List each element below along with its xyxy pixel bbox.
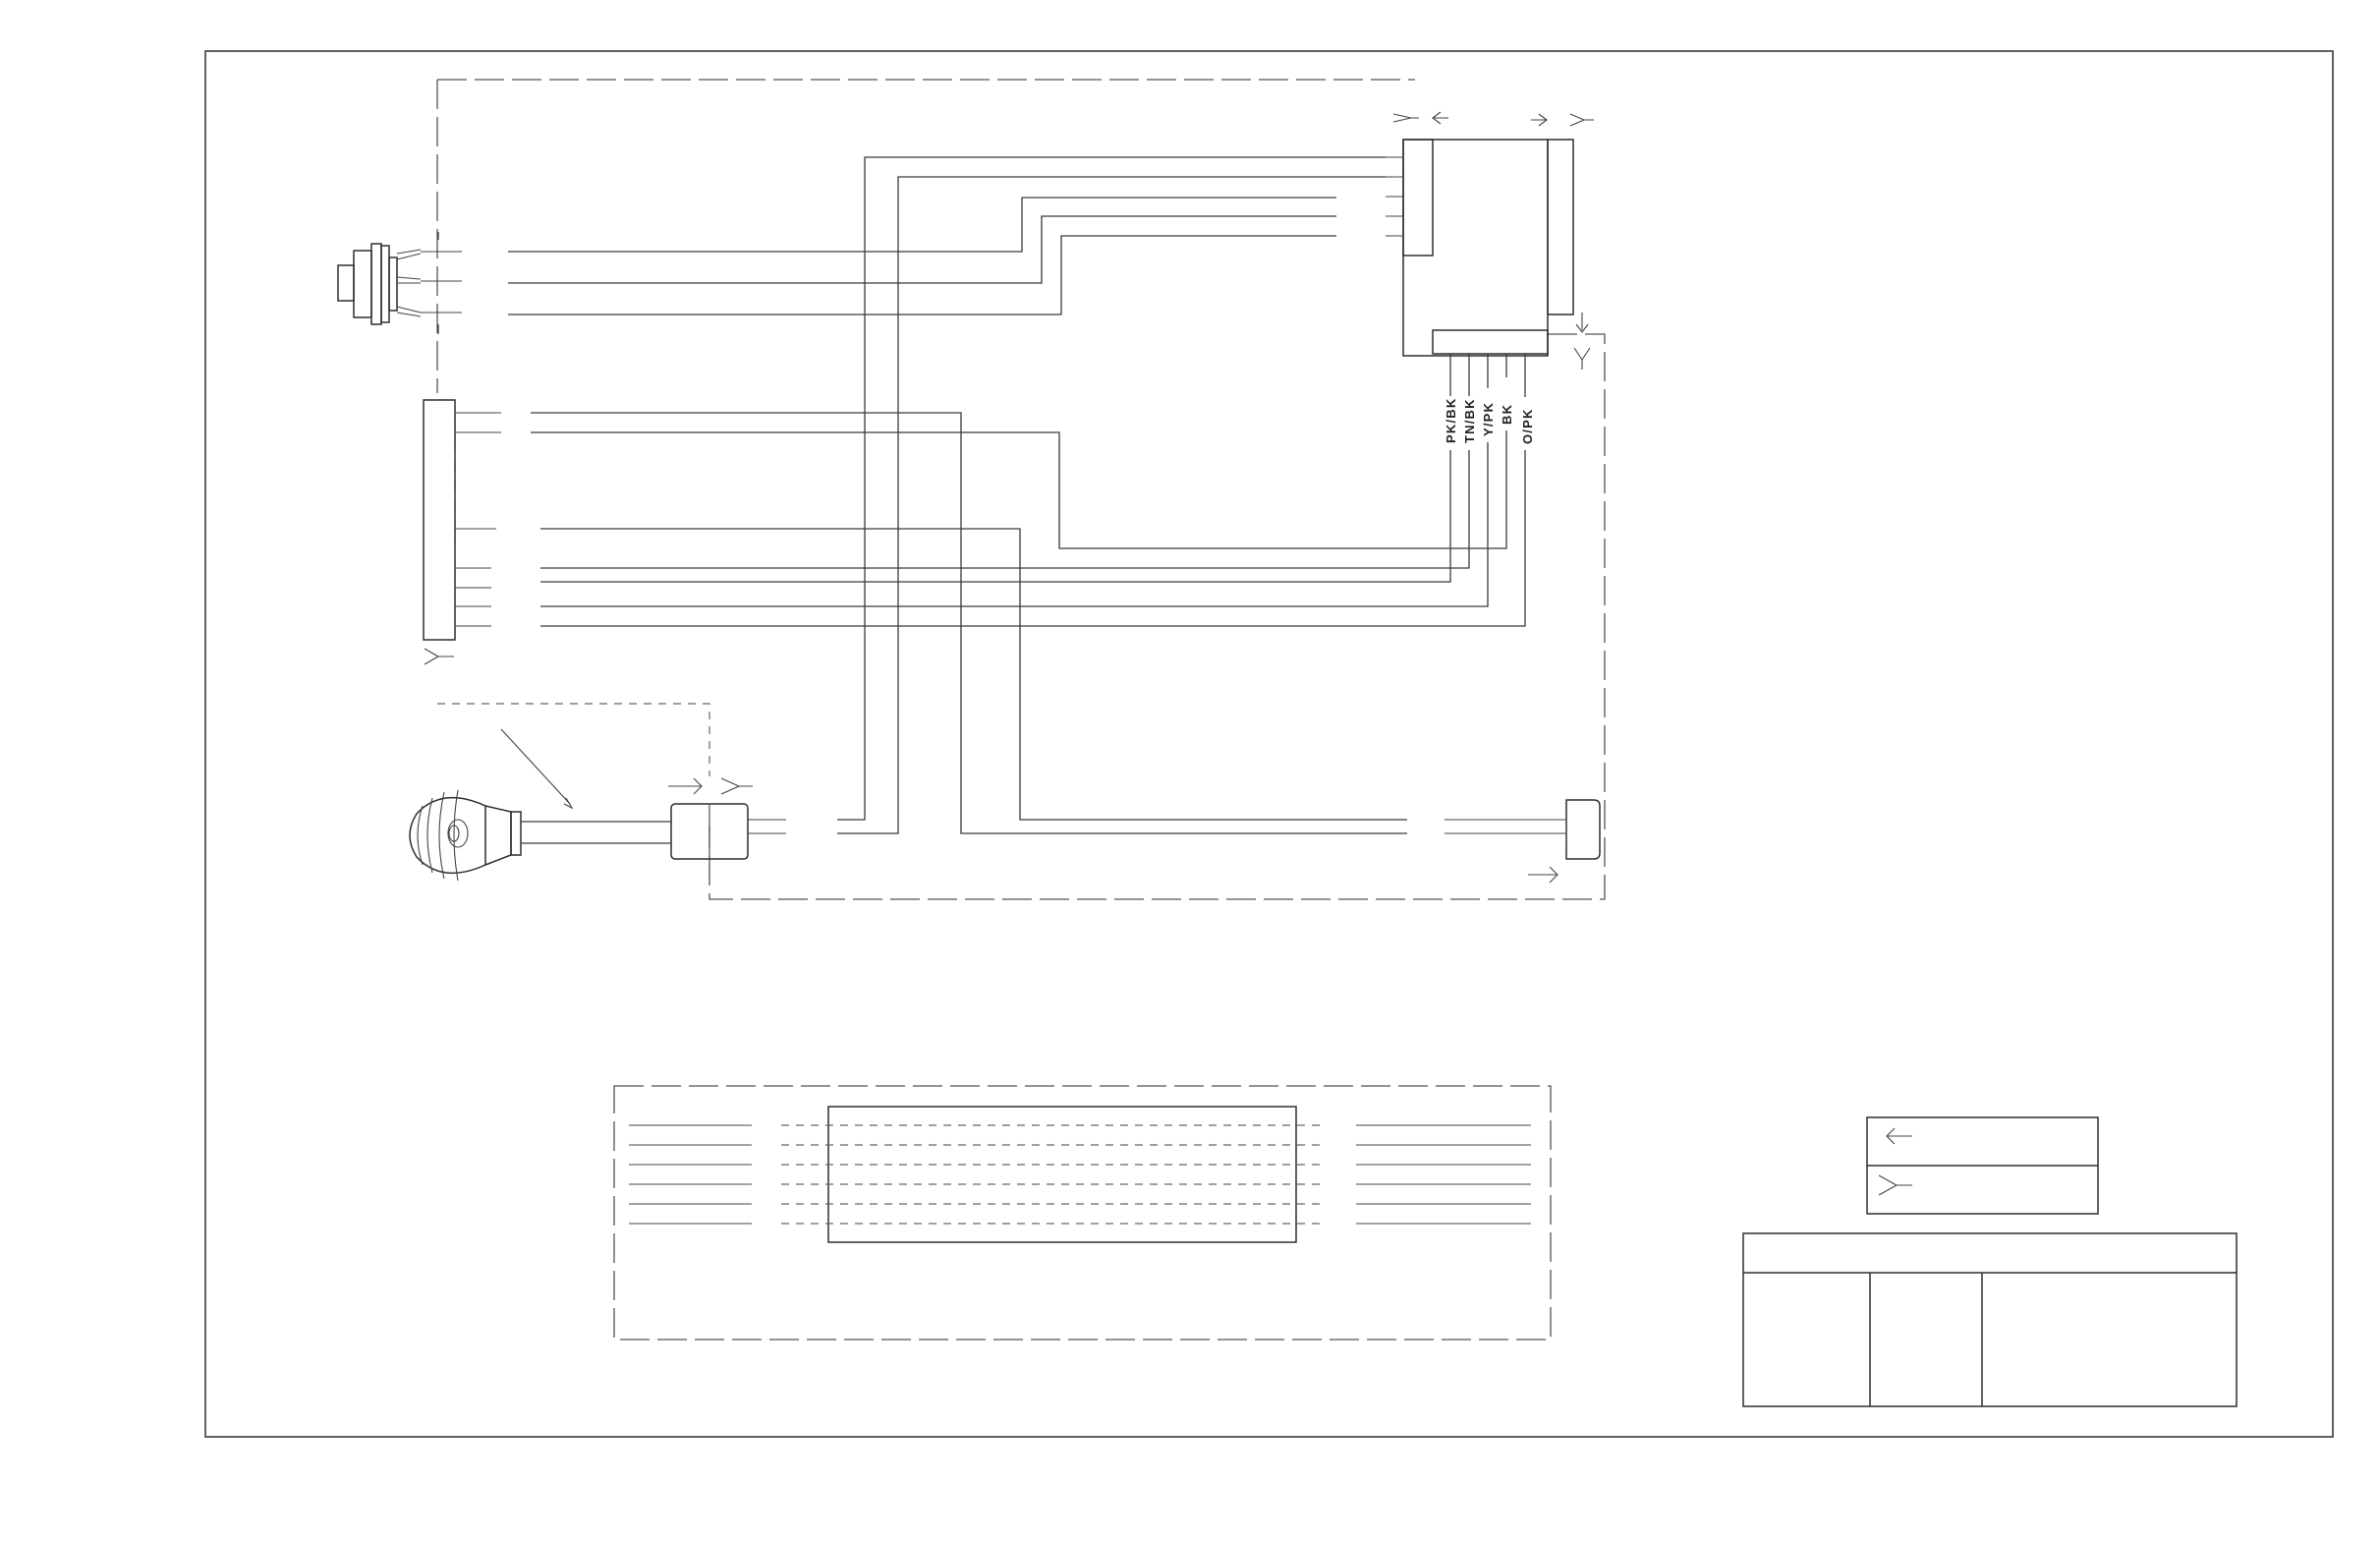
harness-detail-inner-wires bbox=[781, 1124, 1327, 1225]
module-drop-wires bbox=[531, 354, 1526, 627]
left-connector bbox=[423, 399, 501, 665]
drawing-border bbox=[204, 50, 2334, 1438]
arrow-down-icon bbox=[1575, 313, 1589, 333]
arrow-left-icon bbox=[1432, 111, 1448, 125]
wire-label-o-pk: O/PK bbox=[1520, 408, 1535, 444]
arrow-left-icon bbox=[1886, 1127, 1912, 1145]
wire-label-pk-bk: PK/BK bbox=[1444, 398, 1458, 443]
arrow-right-icon bbox=[1531, 113, 1548, 127]
arrow-right-icon bbox=[1528, 866, 1558, 884]
horn bbox=[409, 703, 710, 882]
symbol-legend bbox=[1866, 1116, 2099, 1215]
switch-wires bbox=[508, 197, 1336, 315]
connector-fork-icon bbox=[1878, 1174, 1912, 1196]
mid-connector bbox=[668, 777, 786, 860]
arrow-right-icon bbox=[668, 777, 703, 795]
connector-fork-icon bbox=[424, 648, 454, 665]
connector-fork-icon bbox=[1573, 347, 1591, 370]
wire-label-tn-bk: TN/BK bbox=[1462, 398, 1477, 443]
upper-harness-boundary bbox=[436, 79, 1606, 900]
ground-terminal bbox=[1445, 799, 1601, 884]
wire-label-bk: BK bbox=[1500, 404, 1514, 425]
connector-fork-icon bbox=[1569, 113, 1594, 127]
harness-detail-right-wires bbox=[1356, 1124, 1531, 1225]
control-module bbox=[1336, 111, 1594, 370]
connector-wires bbox=[531, 412, 1407, 834]
wire-label-y-pk: Y/PK bbox=[1481, 402, 1496, 436]
title-block bbox=[1742, 1232, 2238, 1407]
connector-fork-icon bbox=[720, 777, 753, 795]
ignition-switch bbox=[337, 232, 462, 334]
wire-labels: PK/BK TN/BK Y/PK BK O/PK bbox=[1444, 398, 1535, 444]
harness-detail bbox=[613, 1085, 1552, 1341]
harness-detail-left-wires bbox=[629, 1124, 752, 1225]
connector-fork-icon bbox=[1392, 113, 1419, 123]
trunk-wires bbox=[837, 156, 1336, 834]
